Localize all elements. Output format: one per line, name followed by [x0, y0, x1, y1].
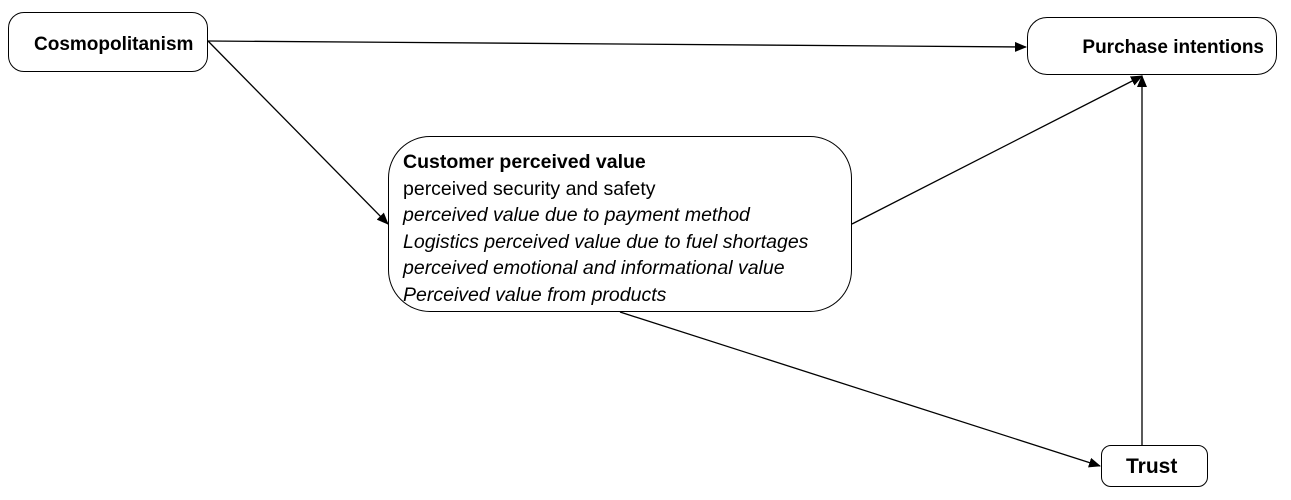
arrow-customer-perceived-value-to-trust: [619, 311, 1101, 468]
cpv-item-logistics-fuel: Logistics perceived value due to fuel sh…: [403, 230, 809, 253]
customer-perceived-value-title: Customer perceived value: [403, 151, 646, 173]
cpv-item-payment-method: perceived value due to payment method: [403, 204, 750, 226]
customer-perceived-value-content: Customer perceived value perceived secur…: [403, 149, 808, 308]
cpv-item-products: Perceived value from products: [403, 283, 667, 306]
customer-perceived-value-node: Customer perceived value perceived secur…: [388, 136, 852, 312]
purchase-intentions-node: Purchase intentions: [1027, 17, 1277, 75]
arrow-cosmopolitanism-to-purchase-intentions: [207, 40, 1027, 52]
arrow-customer-perceived-value-to-purchase-intentions: [851, 75, 1143, 225]
cosmopolitanism-node: Cosmopolitanism: [8, 12, 208, 72]
cosmopolitanism-label: Cosmopolitanism: [34, 34, 194, 55]
arrow-cosmopolitanism-to-customer-perceived-value: [207, 40, 389, 225]
cpv-item-security-safety: perceived security and safety: [403, 177, 656, 200]
cpv-item-emotional-informational: perceived emotional and informational va…: [403, 257, 785, 279]
trust-node: Trust: [1101, 445, 1208, 487]
purchase-intentions-label: Purchase intentions: [1082, 37, 1264, 58]
trust-label: Trust: [1126, 455, 1178, 478]
